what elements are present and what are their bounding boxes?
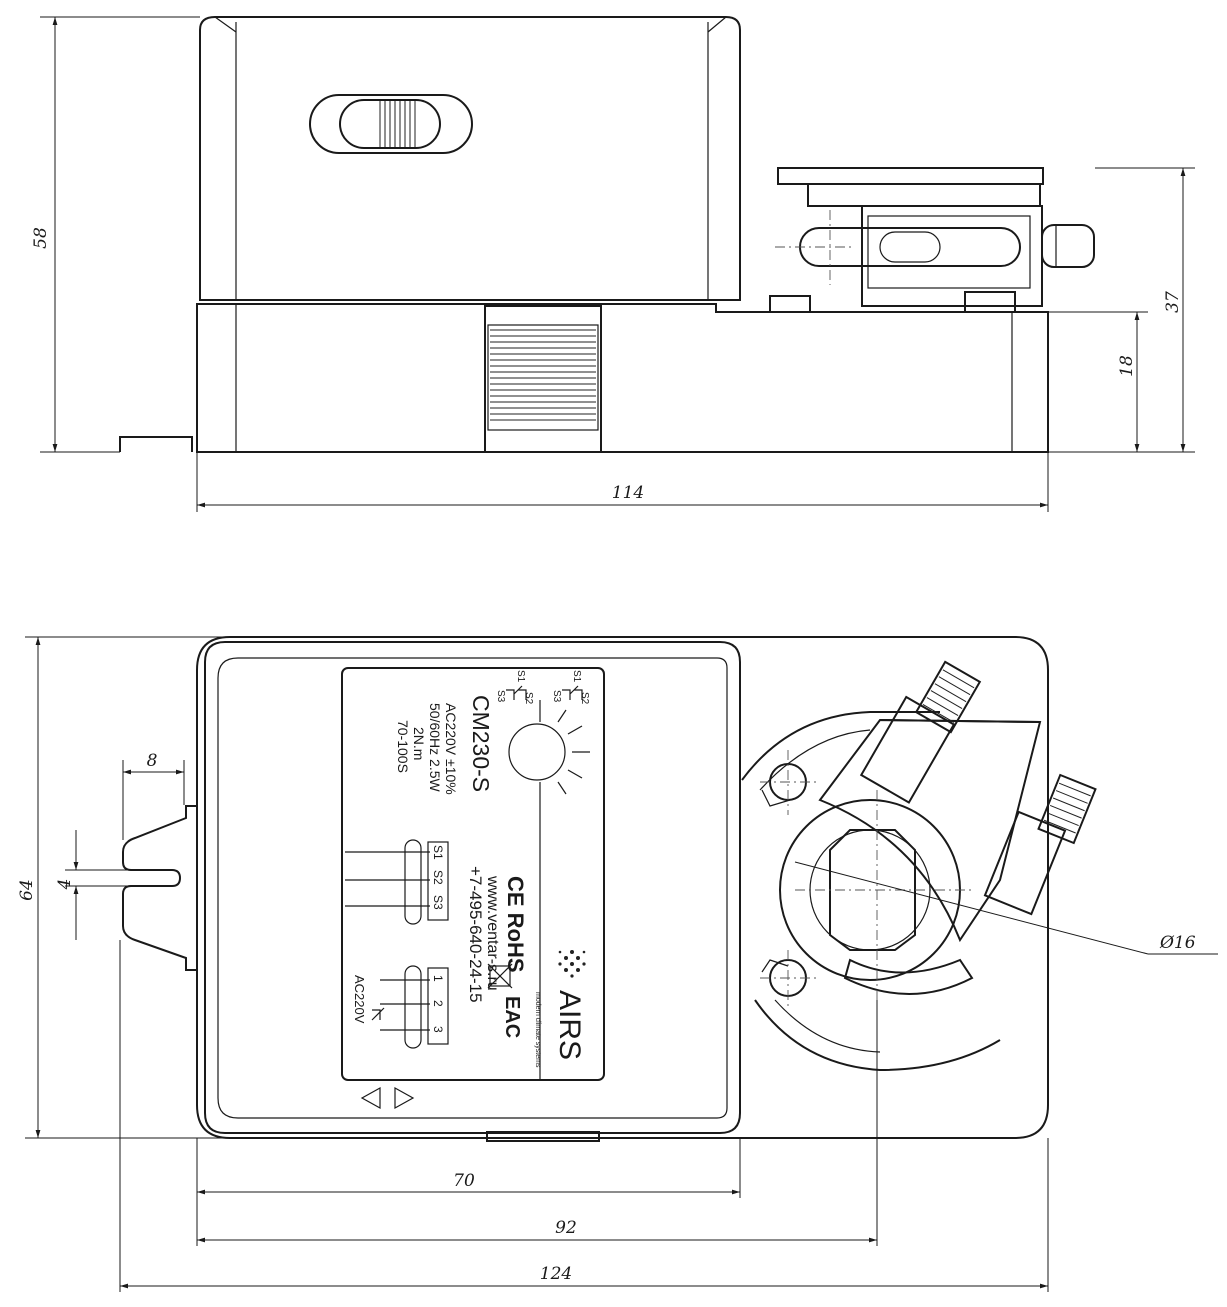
dim-37: 37 [1163, 291, 1183, 313]
svg-text:AIRS: AIRS [553, 990, 586, 1060]
svg-text:modern climate systems: modern climate systems [534, 992, 541, 1068]
svg-text:S1: S1 [515, 670, 526, 683]
certification-marks: CE RoHS [503, 876, 528, 973]
wee-bin-icon [487, 963, 513, 989]
top-dimensions: 64 8 4 70 92 124 Ø16 [17, 636, 1218, 1292]
direction-arrows-icon [360, 1086, 415, 1110]
side-view [119, 16, 1095, 453]
dim-114: 114 [612, 483, 644, 503]
voltage-spec: AC220V ±10% [443, 703, 459, 795]
power-terminal-block: 1 2 3 AC220V [352, 965, 449, 1049]
terminal-3: 3 [431, 1026, 445, 1033]
switch-symbols: S1 S2 S3 S1 S2 S3 [495, 670, 590, 705]
manual-switch [309, 94, 473, 154]
shaft-clamp [741, 660, 1097, 1072]
dim-4: 4 [55, 879, 75, 891]
top-view: CM230-S AC220V ±10% 50/60Hz 2.5W 2N.m 70… [122, 636, 1097, 1142]
side-cover [199, 16, 741, 301]
svg-text:S2: S2 [579, 692, 590, 705]
side-clamp [769, 167, 1095, 313]
dim-70: 70 [453, 1171, 475, 1191]
dim-64: 64 [17, 879, 37, 901]
dim-diameter-16: Ø16 [1159, 933, 1196, 953]
product-label: CM230-S AC220V ±10% 50/60Hz 2.5W 2N.m 70… [341, 667, 605, 1081]
phone: +7-495-640-24-15 [466, 866, 485, 1003]
torque-spec: 2N.m [411, 727, 427, 760]
terminal-1: 1 [431, 975, 445, 982]
svg-text:S3: S3 [551, 690, 562, 703]
dim-58: 58 [31, 227, 51, 249]
mounting-tab [122, 805, 197, 971]
position-indicator-icon [508, 700, 590, 1080]
terminal-s2: S2 [431, 870, 445, 885]
dim-124: 124 [540, 1264, 572, 1284]
svg-text:S1: S1 [571, 670, 582, 683]
ac-label: AC220V [352, 975, 367, 1024]
brand-logo: AIRS modern climate systems [534, 950, 586, 1068]
terminal-s3: S3 [431, 895, 445, 910]
website: www.ventar-s.ru [484, 875, 501, 991]
s-terminal-block: S1 S2 S3 [345, 839, 449, 925]
power-spec: 50/60Hz 2.5W [427, 703, 443, 792]
dim-8: 8 [147, 751, 158, 771]
terminal-2: 2 [431, 1000, 445, 1007]
side-base [196, 303, 1049, 453]
top-cover [204, 641, 741, 1134]
svg-text:S2: S2 [523, 692, 534, 705]
time-spec: 70-100S [395, 720, 411, 773]
terminal-s1: S1 [431, 845, 445, 860]
dim-18: 18 [1117, 355, 1137, 377]
side-dimensions: 58 37 18 114 [31, 16, 1195, 512]
svg-text:S3: S3 [495, 690, 506, 703]
model-name: CM230-S [468, 695, 494, 792]
top-base-plate [196, 636, 1049, 1139]
dim-92: 92 [555, 1218, 577, 1238]
eac-mark: EAC [501, 996, 523, 1038]
